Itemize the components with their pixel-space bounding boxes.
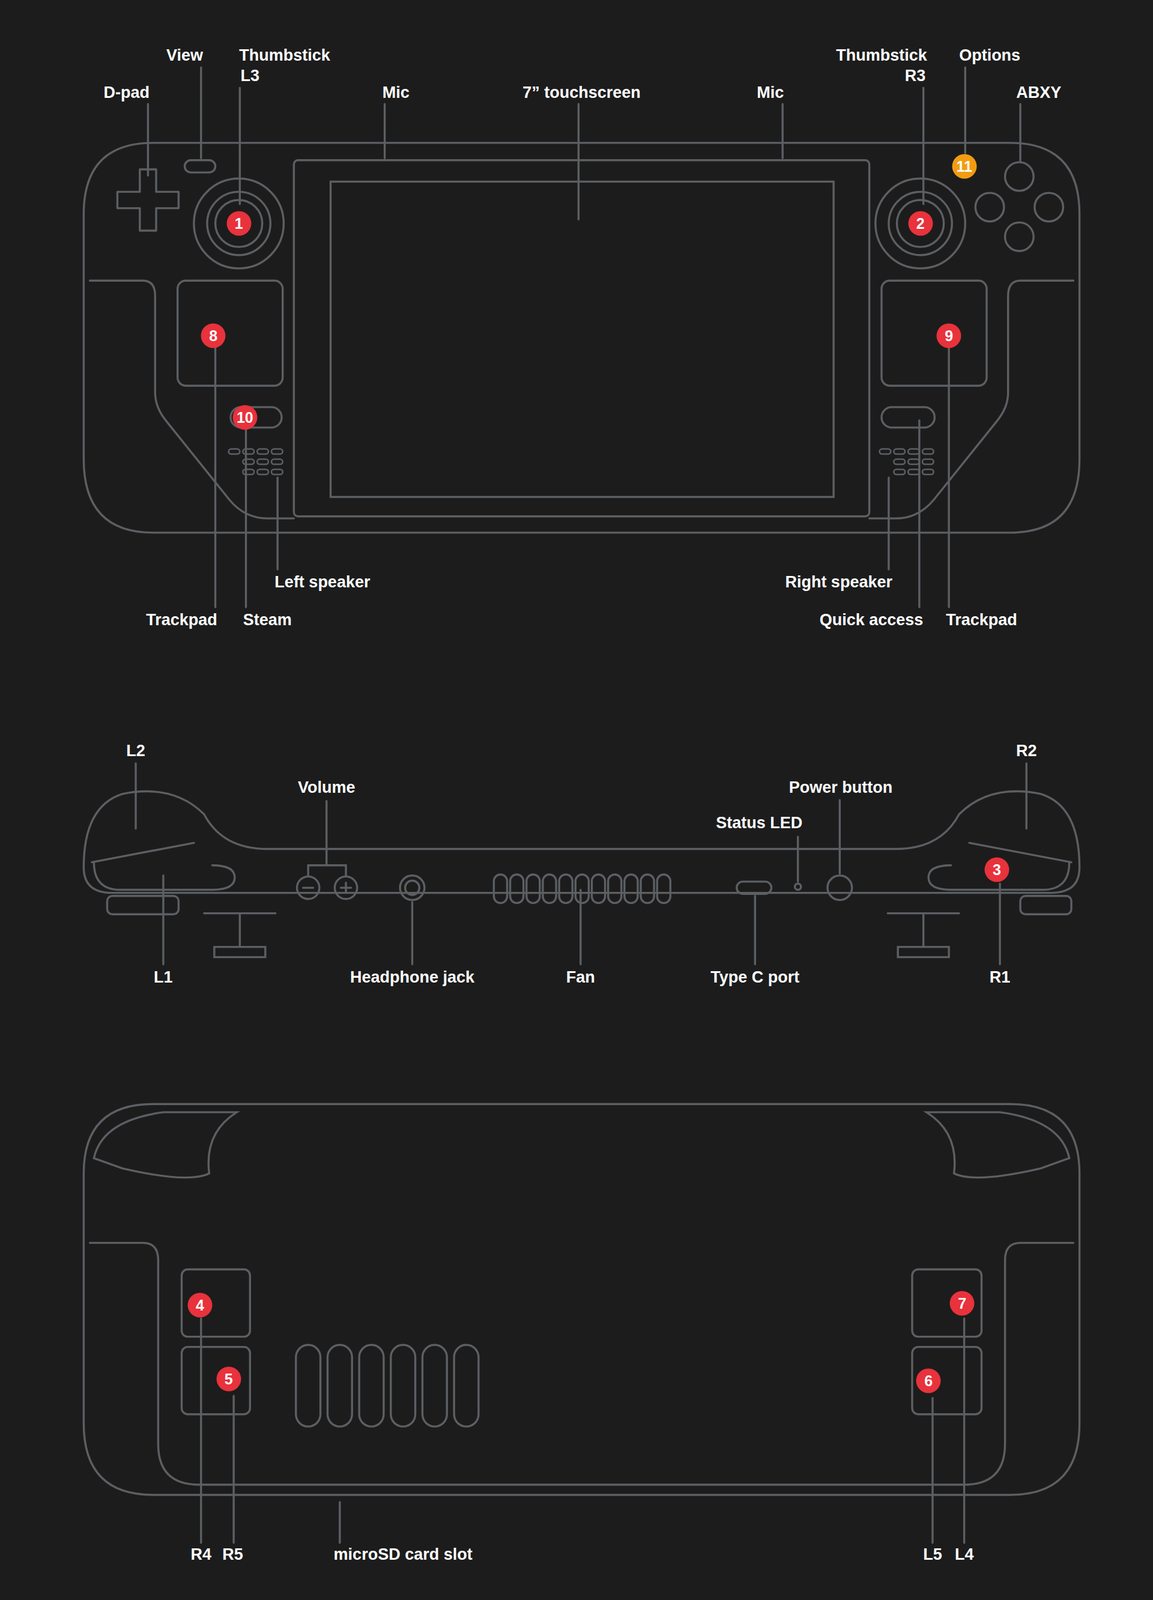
callout-number: 7 (950, 1290, 975, 1316)
part-label: Type C port (710, 968, 800, 987)
part-label: L5 (923, 1546, 943, 1565)
grille-slot (228, 449, 241, 454)
grille-slot (257, 449, 269, 454)
part-label: Left speaker (274, 573, 370, 592)
grille-slot (907, 469, 920, 475)
callout-number: 3 (984, 856, 1010, 882)
part-label: D-pad (103, 84, 150, 103)
callout-number: 6 (916, 1367, 942, 1393)
back-vent (296, 1344, 479, 1427)
fan-slot (526, 874, 540, 904)
grille-slot (242, 449, 255, 454)
part-label: Status LED (715, 814, 803, 833)
part-label: Steam (243, 611, 292, 630)
fan-slot (493, 874, 507, 904)
part-label: Quick access (819, 611, 924, 630)
callout-number: 11 (951, 153, 977, 179)
speaker-grille (228, 449, 934, 475)
grille-slot (271, 449, 283, 454)
callout-number: 5 (216, 1366, 241, 1391)
callout-number: 4 (187, 1292, 213, 1318)
part-label: Trackpad (945, 611, 1018, 630)
grille-slot (893, 449, 905, 454)
grille-slot (907, 459, 920, 465)
vent-slot (422, 1344, 447, 1427)
part-label: Options (959, 47, 1021, 66)
grille-slot (907, 449, 920, 454)
part-label: Fan (566, 968, 596, 987)
grille-slot (922, 449, 934, 454)
part-label: R4 (190, 1546, 212, 1565)
fan-slot (510, 874, 524, 904)
fan-slot (559, 874, 573, 904)
grille-slot (893, 459, 905, 465)
part-label: microSD card slot (333, 1546, 473, 1565)
part-label: L4 (954, 1546, 975, 1565)
grille-slot (257, 469, 269, 475)
part-label: Trackpad (145, 611, 218, 630)
fan-slot (656, 874, 671, 904)
part-label: Mic (756, 84, 784, 103)
fan-slot (640, 874, 654, 904)
callout-number: 8 (201, 323, 226, 349)
grille-slot (922, 469, 934, 475)
fan-vent (493, 874, 671, 904)
grille-slot (257, 459, 269, 465)
fan-slot (575, 874, 589, 904)
part-label: R1 (989, 968, 1011, 987)
part-label: L3 (240, 67, 261, 86)
grille-slot (893, 469, 905, 475)
part-label: R3 (904, 67, 927, 86)
part-label: 7” touchscreen (522, 84, 641, 103)
grille-slot (922, 459, 934, 465)
part-label: Thumbstick (835, 47, 928, 66)
fan-slot (591, 874, 605, 904)
grille-slot (242, 459, 255, 465)
callout-number: 2 (907, 211, 933, 237)
part-label: Volume (297, 778, 356, 797)
grille-slot (879, 449, 892, 454)
vent-slot (390, 1344, 416, 1427)
part-label: View (166, 47, 203, 66)
grille-slot (271, 469, 283, 475)
fan-slot (542, 874, 557, 904)
part-label: ABXY (1016, 84, 1062, 103)
vent-slot (296, 1344, 321, 1427)
vent-slot (359, 1344, 384, 1427)
vent-slot (453, 1344, 479, 1427)
part-label: Power button (789, 778, 893, 797)
part-label: Thumbstick (239, 47, 331, 66)
callout-number: 10 (232, 404, 258, 430)
part-label: Right speaker (784, 573, 893, 592)
fan-slot (624, 874, 638, 904)
part-label: L2 (126, 742, 146, 761)
part-label: R2 (1016, 742, 1038, 761)
callout-number: 1 (226, 211, 252, 237)
part-label: Mic (382, 84, 410, 103)
callout-number: 9 (936, 323, 962, 349)
grille-slot (271, 459, 283, 465)
part-label: R5 (222, 1546, 244, 1565)
fan-slot (608, 874, 622, 904)
vent-slot (327, 1344, 352, 1427)
part-label: Headphone jack (350, 968, 475, 987)
part-label: L1 (153, 968, 173, 987)
grille-slot (242, 469, 255, 475)
